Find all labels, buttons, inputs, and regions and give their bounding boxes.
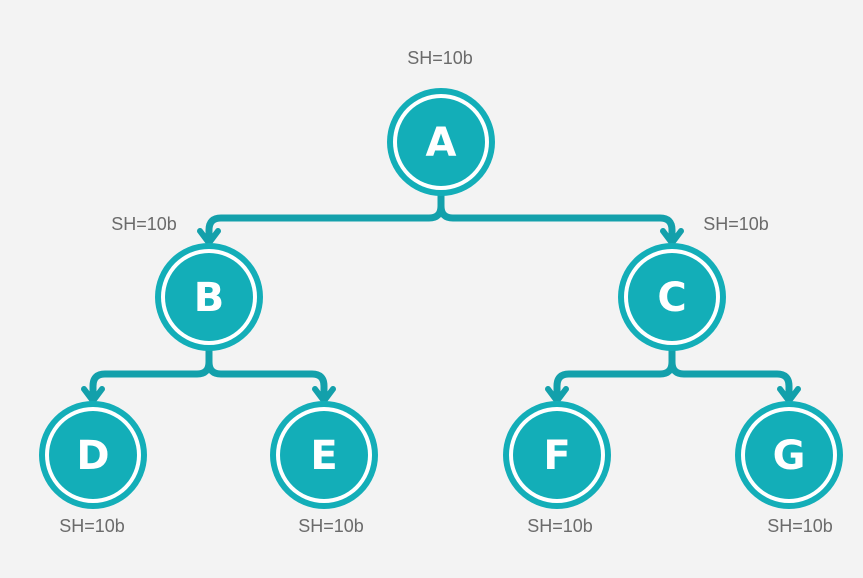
node-C-letter: C: [657, 275, 686, 321]
edges-layer: [81, 184, 801, 404]
node-D: D: [39, 401, 147, 509]
node-B: B: [155, 243, 263, 351]
node-A: A: [387, 88, 495, 196]
node-C-label: SH=10b: [703, 214, 769, 234]
node-C-body: [628, 253, 716, 341]
node-A-letter: A: [426, 120, 457, 166]
edge-C-G: [668, 339, 793, 397]
node-G-body: [745, 411, 833, 499]
node-G: G: [735, 401, 843, 509]
node-G-letter: G: [773, 433, 806, 479]
node-G-label: SH=10b: [767, 516, 833, 536]
node-F-body: [513, 411, 601, 499]
edge-C-F: [553, 339, 676, 397]
node-E-label: SH=10b: [298, 516, 364, 536]
node-D-letter: D: [76, 433, 109, 479]
node-E: E: [270, 401, 378, 509]
node-B-label: SH=10b: [111, 214, 177, 234]
node-F-letter: F: [543, 433, 570, 479]
node-B-body: [165, 253, 253, 341]
node-E-body: [280, 411, 368, 499]
edge-A-B: [205, 184, 445, 239]
edge-A-C: [437, 184, 676, 239]
edge-B-D: [89, 339, 213, 397]
node-F-label: SH=10b: [527, 516, 593, 536]
node-A-label: SH=10b: [407, 48, 473, 68]
node-D-body: [49, 411, 137, 499]
node-F: F: [503, 401, 611, 509]
node-B-letter: B: [194, 275, 225, 321]
edge-B-E: [205, 339, 328, 397]
node-A-body: [397, 98, 485, 186]
node-E-letter: E: [310, 433, 337, 479]
node-C: C: [618, 243, 726, 351]
node-D-label: SH=10b: [59, 516, 125, 536]
nodes-layer: A B C D E F G: [39, 88, 843, 509]
